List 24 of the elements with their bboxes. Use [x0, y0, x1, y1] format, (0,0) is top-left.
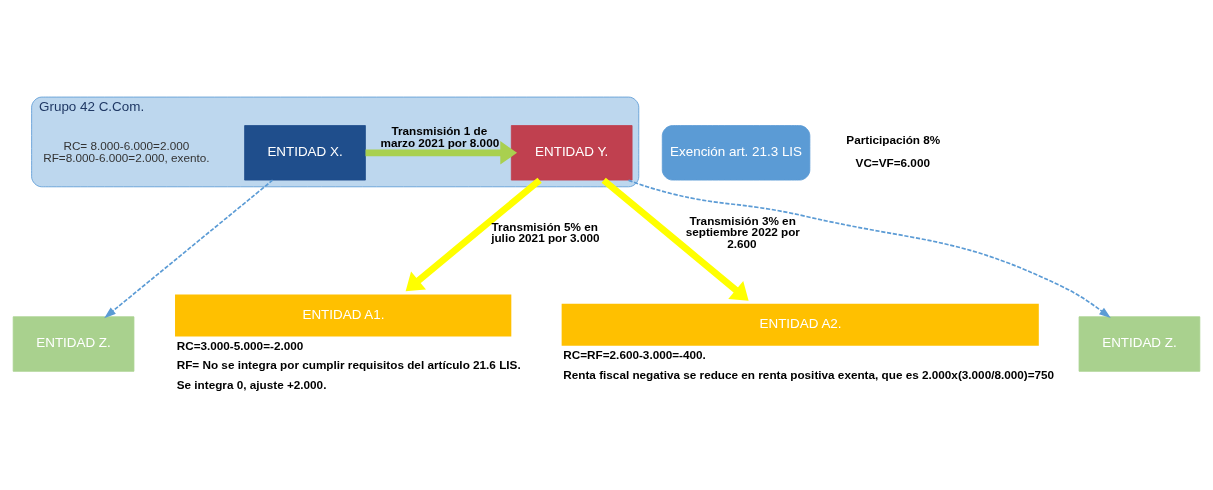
edge-label: Transmisión 3% en septiembre 2022 por 2.600: [685, 213, 800, 250]
node-label: Renta fiscal negativa se reduce en renta positiva exenta, que es 2.000x(3.000/8.000)=750: [563, 367, 1055, 381]
node-box: ENTIDAD X.: [244, 124, 366, 180]
node-box: ENTIDAD Z.: [1078, 315, 1201, 372]
node-box: Exención art. 21.3 LIS: [661, 124, 811, 180]
edge-label: Transmisión 5% en julio 2021 por 3.000: [491, 219, 600, 244]
arrow: [627, 178, 1111, 318]
node-box: ENTIDAD Z.: [12, 315, 135, 372]
arrow: [104, 178, 274, 318]
node-label: RC=RF=2.600-3.000=-400.: [563, 347, 706, 361]
node-label: Se integra 0, ajuste +2.000.: [176, 377, 327, 391]
node-box: ENTIDAD A1.: [175, 294, 512, 336]
node-label: RF= No se integra por cumplir requisitos del artículo 21.6 LIS.: [176, 357, 521, 371]
arrow: [405, 177, 542, 291]
node-box: ENTIDAD Y.: [510, 124, 633, 180]
node-box: ENTIDAD A2.: [561, 303, 1039, 346]
label: Participación 8%: [846, 132, 941, 146]
arrow: [365, 140, 518, 165]
node-label: RC=3.000-5.000=-2.000: [176, 338, 304, 352]
edge-label: Transmisión 1 de marzo 2021 por 8.000: [380, 123, 500, 149]
arrow: [601, 177, 749, 301]
label: RF=8.000-6.000=2.000, exento.: [43, 150, 210, 164]
label: VC=VF=6.000: [855, 155, 930, 169]
label: RC= 8.000-6.000=2.000: [63, 138, 190, 152]
